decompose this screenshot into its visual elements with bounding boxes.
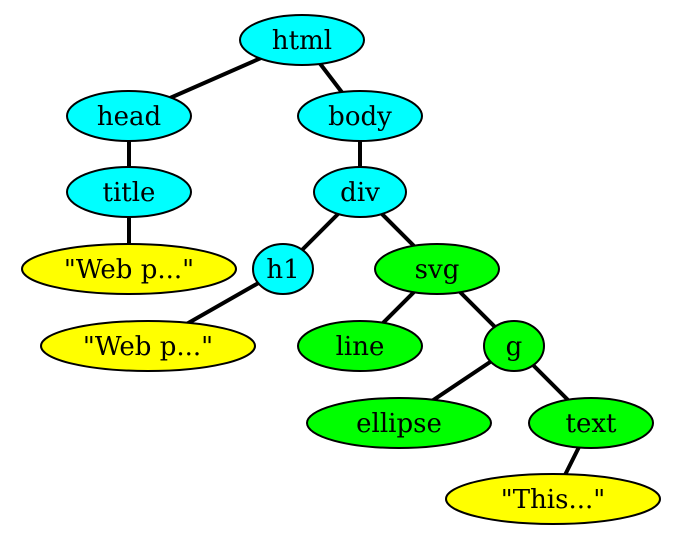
node-text: text xyxy=(528,397,654,449)
node-title: title xyxy=(66,166,192,218)
node-ellipse-head xyxy=(66,90,192,142)
node-text-content: "This..." xyxy=(445,473,661,525)
node-ellipse-text-content xyxy=(445,473,661,525)
node-ellipse-text xyxy=(528,397,654,449)
node-ellipse-h1 xyxy=(252,243,314,295)
node-ellipse-line xyxy=(297,320,423,372)
node-label-text: text xyxy=(566,409,617,439)
node-ellipse-h1-text xyxy=(40,320,256,372)
node-label-title: title xyxy=(103,178,156,208)
node-h1: h1 xyxy=(252,243,314,295)
node-label-ellipse: ellipse xyxy=(356,409,442,439)
node-body: body xyxy=(297,90,423,142)
node-label-html: html xyxy=(272,26,332,56)
node-ellipse: ellipse xyxy=(306,397,492,449)
node-ellipse-svg xyxy=(374,243,500,295)
node-ellipse-html xyxy=(239,14,365,66)
node-line: line xyxy=(297,320,423,372)
node-ellipse-title xyxy=(66,166,192,218)
node-label-line: line xyxy=(336,332,385,362)
node-ellipse-title-text xyxy=(21,243,237,295)
node-svg: svg xyxy=(374,243,500,295)
node-title-text: "Web p..." xyxy=(21,243,237,295)
node-g: g xyxy=(483,320,545,372)
node-div: div xyxy=(313,166,407,218)
node-ellipse-ellipse xyxy=(306,397,492,449)
tree-nodes: html head body title "Web p..." div h1 svg "Web … xyxy=(21,14,661,525)
node-ellipse-g xyxy=(483,320,545,372)
node-label-head: head xyxy=(97,102,161,132)
node-label-h1: h1 xyxy=(266,255,299,285)
node-html: html xyxy=(239,14,365,66)
node-label-div: div xyxy=(340,178,380,208)
node-label-h1-text: "Web p..." xyxy=(83,332,213,362)
node-label-text-content: "This..." xyxy=(501,485,605,515)
node-label-title-text: "Web p..." xyxy=(64,255,194,285)
node-h1-text: "Web p..." xyxy=(40,320,256,372)
node-label-g: g xyxy=(506,332,523,362)
node-label-body: body xyxy=(328,102,392,132)
node-ellipse-div xyxy=(313,166,407,218)
node-label-svg: svg xyxy=(415,255,460,285)
node-head: head xyxy=(66,90,192,142)
node-ellipse-body xyxy=(297,90,423,142)
